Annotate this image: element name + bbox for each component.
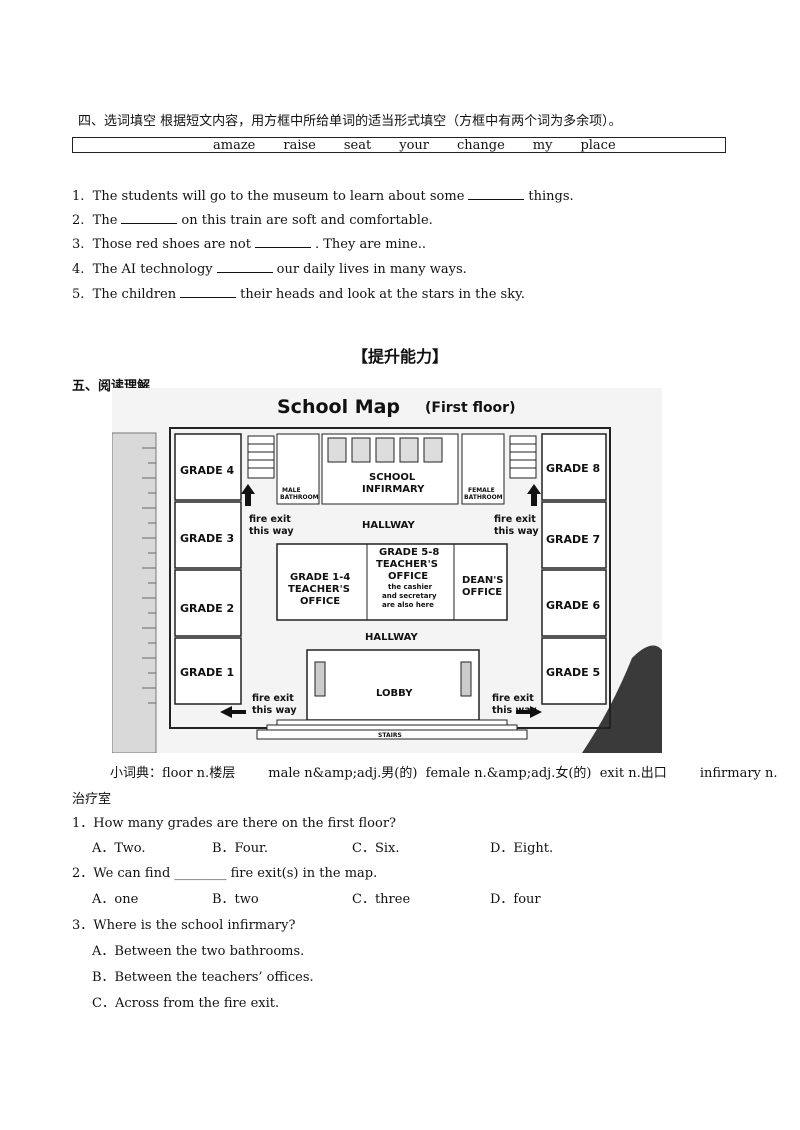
office-1-4-label-1: GRADE 1-4 [290,572,350,583]
deans-office-label-2: OFFICE [462,587,502,598]
fire-exit-arrow-bottom-right [516,706,542,718]
offices-block [276,543,508,621]
female-bathroom-label-2: BATHROOM [464,494,503,501]
q2-option-c[interactable]: C．three [352,892,411,907]
word-item: change [456,137,505,153]
fire-exit-arrow-top-right [527,484,541,506]
map-subtitle: (First floor) [425,400,515,416]
fire-exit-bottom-left-2: this way [252,705,297,716]
blank-input[interactable] [216,260,273,273]
office-5-8-note-2: and secretary [382,592,437,600]
word-item: raise [283,137,316,153]
lobby-benches [314,661,472,697]
office-5-8-label-1: GRADE 5-8 [379,547,439,558]
grade-4-label: GRADE 4 [180,464,234,477]
stairs-top-left [247,435,275,479]
q1-option-d[interactable]: D．Eight. [490,841,554,856]
deans-office-label-1: DEAN'S [462,575,504,586]
question-1-stem: 1．How many grades are there on the first… [72,816,397,831]
hand-shadow [582,645,662,753]
word-item: seat [343,137,372,153]
grade-3-label: GRADE 3 [180,532,234,545]
grade-7-label: GRADE 7 [546,533,600,546]
sentence-1: 1. The students will go to the museum to… [72,187,574,204]
stairs-label: STAIRS [378,732,402,739]
word-item: my [532,137,553,153]
glossary-continuation: 治疗室 [72,792,112,807]
front-stairs [256,719,528,740]
fire-exit-top-right-2: this way [494,526,539,537]
grade-5-label: GRADE 5 [546,666,600,679]
word-item: place [580,137,616,153]
fire-exit-top-right-1: fire exit [494,514,536,525]
fire-exit-top-left-1: fire exit [249,514,291,525]
fire-exit-arrow-bottom-left [220,706,246,718]
office-5-8-note-3: are also here [382,601,434,609]
fire-exit-bottom-right-1: fire exit [492,693,534,704]
glossary-prefix: 小词典： [110,766,163,781]
fire-exit-arrow-top-left [241,484,255,506]
office-5-8-label-3: OFFICE [388,571,428,582]
hallway-bottom-label: HALLWAY [365,632,418,643]
section-heading: 【提升能力】 [351,347,448,366]
sentence-3: 3. Those red shoes are not. They are min… [72,235,427,252]
stairs-top-right [509,435,537,479]
left-rooms [174,433,242,705]
blank-input[interactable] [468,187,525,200]
blank-input[interactable] [180,285,237,298]
blank-input[interactable] [121,211,178,224]
map-title: School Map [277,396,400,418]
female-bathroom [461,433,505,505]
question-2-stem: 2．We can find ________ fire exit(s) in t… [72,866,378,881]
female-bathroom-label-1: FEMALE [468,487,495,494]
q2-option-d[interactable]: D．four [490,892,541,907]
glossary-entries: floor n.楼层 male n&amp;adj.男(的) female n.… [162,766,778,781]
infirmary-label-2: INFIRMARY [362,484,425,495]
grade-6-label: GRADE 6 [546,599,600,612]
office-5-8-label-2: TEACHER'S [376,559,438,570]
grade-1-label: GRADE 1 [180,666,234,679]
male-bathroom-label-2: BATHROOM [280,494,319,501]
q3-option-a[interactable]: A．Between the two bathrooms. [92,944,305,959]
grade-2-label: GRADE 2 [180,602,234,615]
q3-option-b[interactable]: B．Between the teachers’ offices. [92,970,314,985]
office-1-4-label-3: OFFICE [300,596,340,607]
word-box: amaze raise seat your change my place [72,137,726,153]
q1-option-b[interactable]: B．Four. [212,841,268,856]
school-map: School Map (First floor) GRADE 4 GRADE 3… [111,388,662,754]
glossary-line: 小词典：floor n.楼层 male n&amp;adj.男(的) femal… [110,765,778,783]
male-bathroom-label-1: MALE [282,487,301,494]
fill-section-title: 四、选词填空 根据短文内容，用方框中所给单词的适当形式填空（方框中有两个词为多余… [78,114,622,129]
fire-exit-top-left-2: this way [249,526,294,537]
fire-exit-bottom-right-2: this way [492,705,537,716]
q2-option-a[interactable]: A．one [92,892,139,907]
word-item: your [399,137,429,153]
word-item: amaze [213,137,256,153]
q3-option-c[interactable]: C．Across from the fire exit. [92,996,280,1011]
school-map-figure: School Map (First floor) GRADE 4 GRADE 3… [111,388,662,754]
male-bathroom [276,433,320,505]
fire-exit-bottom-left-1: fire exit [252,693,294,704]
blank-input[interactable] [254,235,311,248]
q2-option-b[interactable]: B．two [212,892,259,907]
question-3-stem: 3．Where is the school infirmary? [72,918,296,933]
lobby-room [306,649,480,721]
office-1-4-label-2: TEACHER'S [288,584,350,595]
ruler-ticks [142,447,156,704]
lobby-label: LOBBY [376,688,413,699]
right-rooms [541,433,607,705]
q1-option-c[interactable]: C．Six. [352,841,400,856]
q1-option-a[interactable]: A．Two. [92,841,146,856]
infirmary-beds [327,437,443,463]
hallway-top-label: HALLWAY [362,520,415,531]
infirmary-label-1: SCHOOL [369,472,416,483]
ruler [111,432,157,754]
grade-8-label: GRADE 8 [546,462,600,475]
office-5-8-note-1: the cashier [388,583,433,591]
